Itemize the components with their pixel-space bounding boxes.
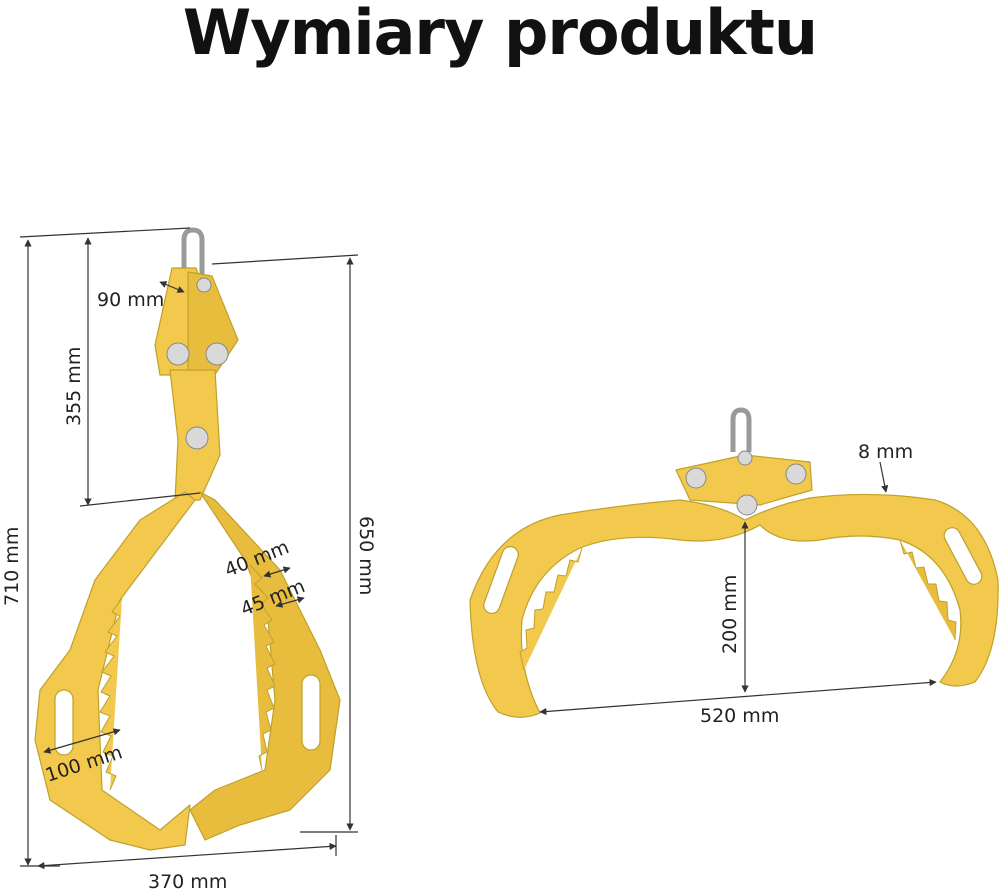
shackle-icon bbox=[730, 407, 752, 452]
bolt-icon bbox=[205, 342, 229, 366]
dim-closed-height: 650 mm bbox=[355, 516, 377, 595]
bolt-icon bbox=[196, 277, 212, 293]
upper-plate-right bbox=[187, 271, 239, 383]
dim-top-width: 90 mm bbox=[97, 289, 164, 311]
dim-plate-thickness: 8 mm bbox=[858, 441, 913, 463]
dim-open-depth: 200 mm bbox=[719, 575, 741, 654]
dim-upper-length: 355 mm bbox=[63, 347, 85, 426]
bolt-icon bbox=[785, 463, 807, 485]
open-tongs-dimensions bbox=[539, 461, 937, 716]
bolt-icon bbox=[685, 467, 707, 489]
bolt-icon bbox=[185, 426, 209, 450]
dim-total-width: 370 mm bbox=[148, 871, 227, 893]
closed-tongs-dimensions bbox=[19, 227, 359, 870]
dim-total-height: 710 mm bbox=[1, 527, 23, 606]
bolt-icon bbox=[736, 494, 758, 516]
bolt-icon bbox=[737, 450, 753, 466]
page-title: Wymiary produktu bbox=[182, 0, 818, 69]
dim-open-span: 520 mm bbox=[700, 705, 779, 727]
bolt-icon bbox=[166, 342, 190, 366]
shackle-icon bbox=[181, 227, 205, 282]
open-jaw-arc bbox=[469, 493, 999, 718]
open-tongs-illustration bbox=[469, 407, 999, 718]
